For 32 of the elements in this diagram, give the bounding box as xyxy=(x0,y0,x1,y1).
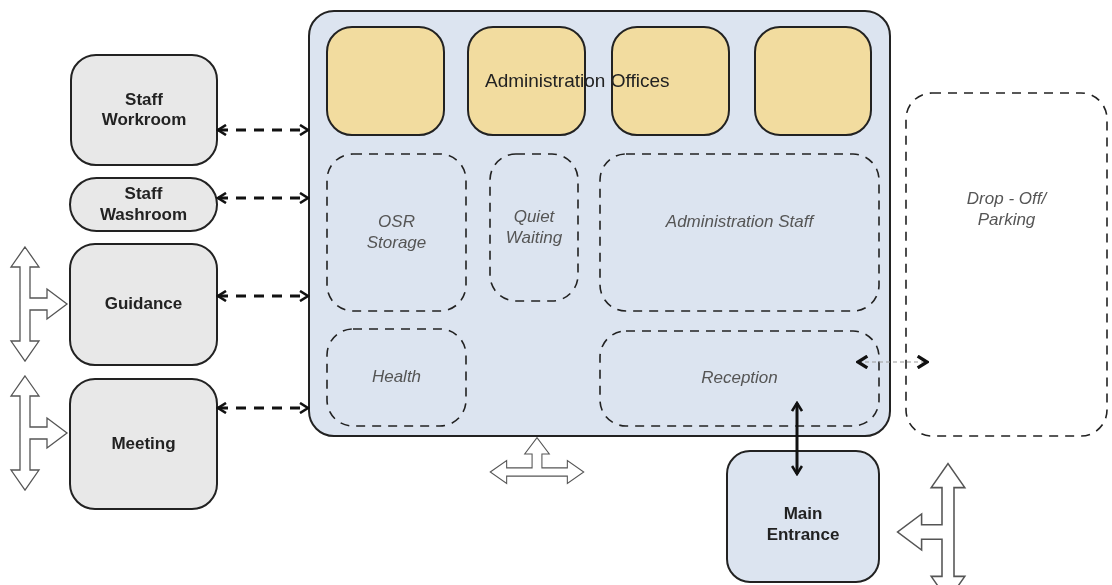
room-label: Main Entrance xyxy=(765,504,841,545)
connector-arrow xyxy=(216,191,310,205)
office-box xyxy=(611,26,730,136)
room-label: Health xyxy=(370,367,423,388)
room-label: Drop - Off/ Parking xyxy=(965,189,1049,230)
connector-arrow xyxy=(216,289,310,303)
room-box xyxy=(69,243,218,366)
room-label: Quiet Waiting xyxy=(504,207,564,248)
connector-arrow xyxy=(216,401,310,415)
area-box xyxy=(308,10,891,437)
connector-arrow xyxy=(216,123,310,137)
room-label: Administration Staff xyxy=(664,212,816,233)
connector-arrow xyxy=(790,401,804,476)
office-box xyxy=(326,26,445,136)
zone-outline xyxy=(326,153,467,312)
room-label: Reception xyxy=(700,368,779,389)
room-box xyxy=(69,177,218,232)
area-box xyxy=(726,450,880,583)
room-label: Guidance xyxy=(103,294,184,315)
zone-outline xyxy=(326,328,467,427)
room-label: OSR Storage xyxy=(365,212,428,253)
room-box xyxy=(69,378,218,510)
room-label: Staff Workroom xyxy=(100,89,188,131)
room-label: Staff Washroom xyxy=(98,184,189,225)
room-box xyxy=(70,54,218,166)
zone-outline xyxy=(489,153,579,302)
room-label: Meeting xyxy=(110,433,177,455)
office-box xyxy=(754,26,872,136)
zone-outline xyxy=(599,153,880,312)
connector-arrow xyxy=(856,354,929,370)
zone-outline xyxy=(599,330,880,427)
zone-outline xyxy=(905,92,1108,437)
